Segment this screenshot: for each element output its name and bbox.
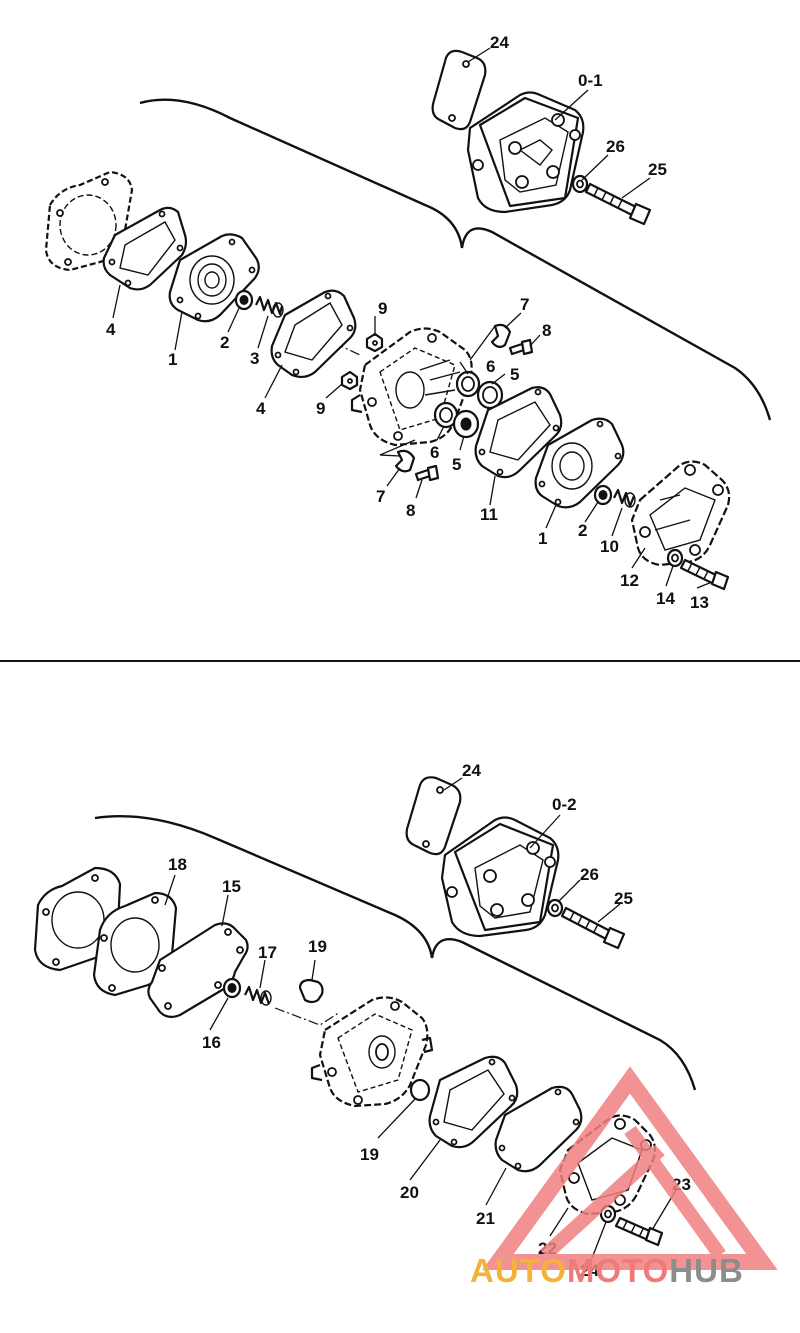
label-8-upper: 8: [542, 321, 551, 340]
leaders-bottom: [164, 777, 677, 1259]
spring-3: [255, 295, 284, 318]
watermark-brand: AUTOMOTOHUB: [470, 1240, 800, 1300]
label-16: 16: [202, 1033, 221, 1052]
bolt-13: [679, 558, 730, 591]
label-14: 14: [656, 589, 675, 608]
label-25-lower: 25: [614, 889, 633, 908]
gasket-4-left: [102, 206, 188, 291]
label-11: 11: [480, 505, 498, 524]
label-9-upper: 9: [378, 299, 387, 318]
label-6-lower: 6: [430, 443, 439, 462]
label-19-upper: 19: [308, 937, 327, 956]
fuel-pump-assembly-0-1: [466, 91, 585, 214]
label-24-lower: 24: [462, 761, 481, 780]
assembly-brace-top: [139, 98, 772, 421]
label-10: 10: [600, 537, 619, 556]
washer-26-upper: [571, 174, 589, 194]
label-12: 12: [620, 571, 639, 590]
watermark-text: AUTOMOTOHUB: [470, 1252, 744, 1290]
spring-17: [244, 985, 272, 1006]
label-4-left: 4: [106, 320, 116, 339]
valve-6-lower: [433, 401, 459, 429]
label-8-lower: 8: [406, 501, 415, 520]
label-1-right: 1: [538, 529, 547, 548]
label-5-upper: 5: [510, 365, 519, 384]
label-0-1: 0-1: [578, 71, 603, 90]
valve-19-upper: [298, 978, 324, 1004]
label-2-left: 2: [220, 333, 229, 352]
leaders-top: [112, 47, 713, 589]
label-20: 20: [400, 1183, 419, 1202]
valve-5-upper: [476, 380, 504, 410]
label-3: 3: [250, 349, 259, 368]
label-4-center: 4: [256, 399, 266, 418]
gasket-20: [428, 1055, 519, 1149]
bolt-25-upper: [584, 182, 652, 226]
gasket-11: [474, 386, 563, 479]
watermark-moto: MOTO: [566, 1252, 670, 1289]
watermark-auto: AUTO: [470, 1252, 567, 1289]
pump-body-bottom: [310, 996, 434, 1108]
label-17: 17: [258, 943, 277, 962]
label-26-upper: 26: [606, 137, 625, 156]
bolt-23: [614, 1216, 664, 1247]
nut-9-lower: [340, 370, 359, 391]
assembly-axis-line-bottom: [274, 1007, 341, 1026]
label-15: 15: [222, 877, 241, 896]
label-26-lower: 26: [580, 865, 599, 884]
label-25-upper: 25: [648, 160, 667, 179]
retainer-7-lower: [379, 439, 416, 473]
label-1-left: 1: [168, 350, 177, 369]
washer-2-left: [234, 289, 254, 311]
valve-6-upper: [455, 370, 481, 398]
pump-cover-12: [630, 460, 731, 567]
diaphragm-21: [494, 1085, 583, 1173]
valve-19-lower: [409, 1078, 431, 1102]
washer-14: [666, 548, 684, 568]
valve-5-lower: [452, 409, 480, 439]
label-9-lower: 9: [316, 399, 325, 418]
retainer-7-upper: [469, 323, 512, 361]
label-2-right: 2: [578, 521, 587, 540]
washer-26-lower: [546, 898, 564, 918]
label-6-upper: 6: [486, 357, 495, 376]
spring-10: [613, 488, 636, 508]
label-21: 21: [476, 1209, 495, 1228]
gasket-24-lower: [405, 776, 462, 856]
diaphragm-1-right: [534, 417, 625, 509]
label-18: 18: [168, 855, 187, 874]
label-7-upper: 7: [520, 295, 529, 314]
assembly-brace-bottom: [94, 815, 697, 1091]
screw-8-lower: [414, 464, 440, 482]
watermark-hub: HUB: [669, 1252, 744, 1289]
gasket-4-center: [270, 289, 357, 379]
screw-8-upper: [508, 338, 534, 356]
nut-9-upper: [365, 332, 384, 353]
washer-2-right: [593, 484, 613, 506]
watermark-triangle-logo: [482, 1066, 778, 1270]
fuel-pump-assembly-0-2: [440, 816, 560, 938]
label-13: 13: [690, 593, 709, 612]
washer-16: [222, 977, 242, 999]
label-7-lower: 7: [376, 487, 385, 506]
label-5-lower: 5: [452, 455, 461, 474]
mounting-flange-top: [44, 170, 134, 272]
gasket-24-upper: [431, 49, 487, 131]
label-19-lower: 19: [360, 1145, 379, 1164]
bolt-25-lower: [560, 906, 626, 950]
label-24-upper: 24: [490, 33, 509, 52]
label-0-2: 0-2: [552, 795, 577, 814]
